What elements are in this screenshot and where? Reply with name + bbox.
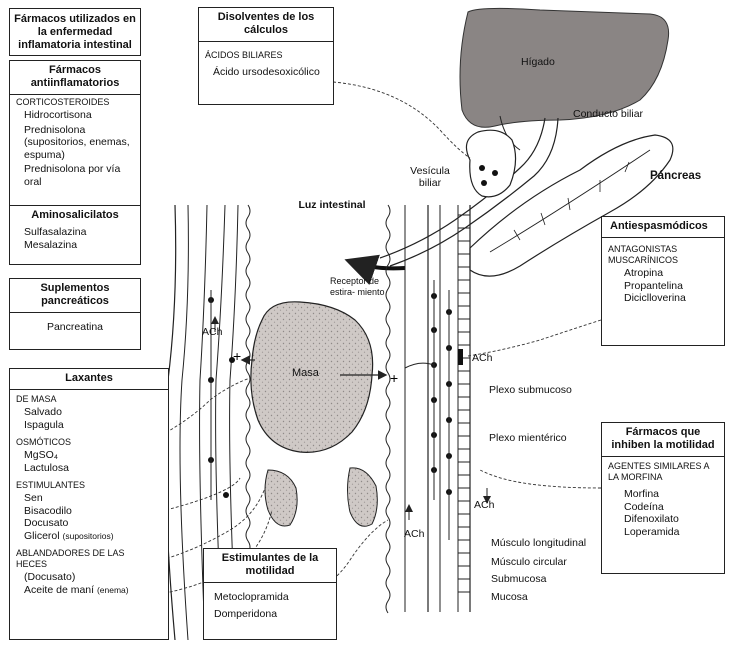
drug-item: Atropina xyxy=(602,267,724,280)
pancreatic-supplements-title: Suplementos pancreáticos xyxy=(10,279,140,312)
bile-duct-label: Conducto biliar xyxy=(573,108,643,120)
drug-item: Difenoxilato xyxy=(602,513,724,526)
ibd-drugs-title: Fármacos utilizados en la enfermedad inf… xyxy=(10,9,140,56)
bulk-category: DE MASA xyxy=(10,390,168,406)
submucosal-plexus-label: Plexo submucoso xyxy=(489,384,572,396)
motility-inhibitors-box: Fármacos que inhiben la motilidad AGENTE… xyxy=(601,422,725,574)
drug-item: Docusato xyxy=(10,517,168,530)
svg-text:+: + xyxy=(233,348,241,364)
submucosa-label: Submucosa xyxy=(491,573,546,585)
stimulant-category: ESTIMULANTES xyxy=(10,474,168,492)
glycerol-note: (supositorios) xyxy=(63,531,114,541)
ibd-drugs-box: Fármacos utilizados en la enfermedad inf… xyxy=(9,8,141,56)
myenteric-plexus-label: Plexo mientérico xyxy=(489,432,567,444)
drug-item: MgSO₄ xyxy=(10,449,168,462)
drug-item: Prednisolona por vía oral xyxy=(10,161,140,188)
drug-item: Ispagula xyxy=(10,419,168,432)
motility-inhibitors-title: Fármacos que inhiben la motilidad xyxy=(602,423,724,456)
pancreas-label: Páncreas xyxy=(650,170,701,182)
mass-label: Masa xyxy=(292,367,319,379)
softener-category: ABLANDADORES DE LAS HECES xyxy=(10,542,132,571)
dissolvents-title: Disolventes de los cálculos xyxy=(199,8,333,41)
drug-item: Sulfasalazina xyxy=(10,226,140,239)
mucosa-label: Mucosa xyxy=(491,591,528,603)
motility-stimulants-title: Estimulantes de la motilidad xyxy=(204,549,336,582)
svg-text:+: + xyxy=(390,370,398,386)
laxatives-title: Laxantes xyxy=(10,369,168,389)
peanut-oil-name: Aceite de maní xyxy=(24,584,94,596)
liver-label: Hígado xyxy=(521,56,555,68)
drug-item: (Docusato) xyxy=(10,571,168,584)
antispasmodics-box: Antiespasmódicos ANTAGONISTAS MUSCARÍNIC… xyxy=(601,216,725,346)
drug-item: Codeína xyxy=(602,501,724,514)
drug-item: Glicerol (supositorios) xyxy=(10,530,168,543)
lumen-label: Luz intestinal xyxy=(297,199,367,211)
muscarinic-antagonists-category: ANTAGONISTAS MUSCARÍNICOS xyxy=(602,238,724,267)
drug-item: Domperidona xyxy=(204,604,336,621)
drug-item: Mesalazina xyxy=(10,239,140,252)
drug-item: Ácido ursodesoxicólico xyxy=(199,62,333,79)
ach-label-right: ACh xyxy=(472,352,492,364)
drug-item: Morfina xyxy=(602,484,724,501)
ach-label-bottom: ACh xyxy=(404,528,424,540)
drug-item: Loperamida xyxy=(602,526,724,539)
dissolvents-box: Disolventes de los cálculos ÁCIDOS BILIA… xyxy=(198,7,334,105)
drug-item: Pancreatina xyxy=(10,313,140,336)
ach-label-lower: ACh xyxy=(474,499,494,511)
drug-item: Sen xyxy=(10,492,168,505)
drug-item: Hidrocortisona xyxy=(10,109,140,122)
stretch-receptor-label: Receptor de estira- miento xyxy=(330,276,388,297)
circular-muscle-label: Músculo circular xyxy=(491,556,567,568)
drug-item: Metoclopramida xyxy=(204,583,336,604)
corticosteroids-category: CORTICOSTEROIDES xyxy=(10,95,140,109)
bile-acids-category: ÁCIDOS BILIARES xyxy=(199,42,333,62)
antispasmodics-title: Antiespasmódicos xyxy=(602,217,724,237)
ach-label-left: ACh xyxy=(202,326,222,338)
morphine-like-category: AGENTES SIMILARES A LA MORFINA xyxy=(602,457,724,484)
drug-item: Lactulosa xyxy=(10,462,168,475)
longitudinal-muscle-label: Músculo longitudinal xyxy=(491,537,586,549)
peanut-oil-note: (enema) xyxy=(97,585,129,595)
osmotic-category: OSMÓTICOS xyxy=(10,431,168,449)
drug-item: Salvado xyxy=(10,406,168,419)
drug-item: Propantelina xyxy=(602,280,724,293)
drug-item: Diciclloverina xyxy=(602,292,724,305)
drug-item: Prednisolona (supositorios, enemas, espu… xyxy=(10,122,140,162)
gallbladder-label: Vesícula biliar xyxy=(405,165,455,189)
anti-inflammatory-title: Fármacos antiinflamatorios xyxy=(10,61,140,94)
pancreatic-supplements-box: Suplementos pancreáticos Pancreatina xyxy=(9,278,141,350)
motility-stimulants-box: Estimulantes de la motilidad Metoclopram… xyxy=(203,548,337,640)
gallbladder-shape xyxy=(466,130,515,197)
drug-item: Aceite de maní (enema) xyxy=(10,584,168,597)
laxatives-box: Laxantes DE MASA Salvado Ispagula OSMÓTI… xyxy=(9,368,169,640)
aminosalicylates-title: Aminosalicilatos xyxy=(10,206,140,226)
anti-inflammatory-box: Fármacos antiinflamatorios CORTICOSTEROI… xyxy=(9,60,141,206)
glycerol-name: Glicerol xyxy=(24,530,60,542)
aminosalicylates-box: Aminosalicilatos Sulfasalazina Mesalazin… xyxy=(9,205,141,265)
drug-item: Bisacodilo xyxy=(10,505,168,518)
